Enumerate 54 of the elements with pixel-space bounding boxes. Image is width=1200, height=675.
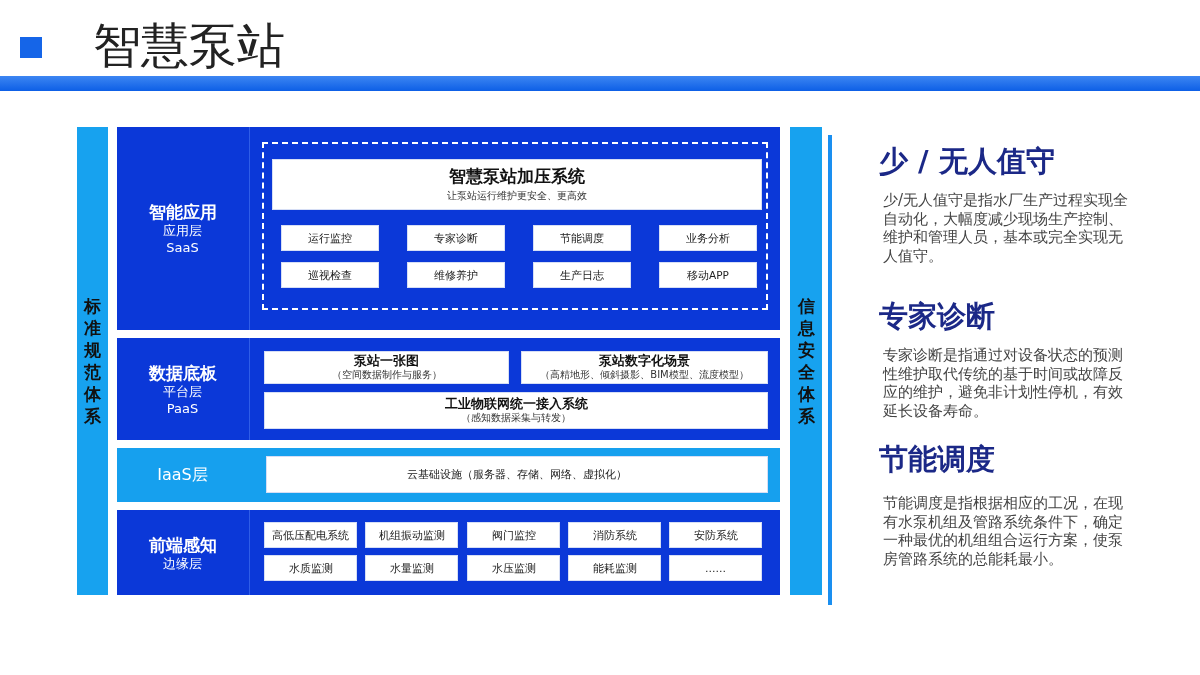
box-subtitle: （感知数据采集与转发） — [461, 412, 571, 424]
layer-subtitle: 平台层 — [163, 383, 202, 400]
module-box: 水压监测 — [467, 555, 560, 581]
system-box — [521, 351, 768, 384]
module-box: 移动APP — [659, 262, 757, 288]
module-box: 消防系统 — [568, 522, 661, 548]
layer-subtitle: PaaS — [166, 400, 199, 417]
module-box: 安防系统 — [669, 522, 762, 548]
layer-subtitle: SaaS — [166, 240, 199, 256]
box-title: 智慧泵站加压系统 — [449, 167, 585, 187]
module-box: 巡视检查 — [281, 262, 379, 288]
system-box: 云基础设施（服务器、存储、网络、虚拟化） — [266, 456, 768, 493]
module-box: 能耗监测 — [568, 555, 661, 581]
module-box: 生产日志 — [533, 262, 631, 288]
dashed-frame — [262, 142, 768, 310]
module-box: 水质监测 — [264, 555, 357, 581]
layer-band — [117, 448, 780, 502]
system-box — [272, 159, 762, 210]
side-bar: 标准规范体系 — [77, 127, 108, 595]
section-heading: 少 / 无人值守 — [879, 143, 1055, 179]
layer-title: IaaS层 — [157, 464, 208, 486]
box-title: 泵站数字化场景 — [599, 354, 690, 369]
layer-title: 前端感知 — [148, 533, 217, 556]
page-title: 智慧泵站 — [93, 16, 285, 75]
section-heading: 节能调度 — [879, 441, 995, 477]
module-box: …… — [669, 555, 762, 581]
module-box: 机组振动监测 — [365, 522, 458, 548]
system-box — [264, 351, 509, 384]
description-text: 专家诊断是指通过对设备状态的预测性维护取代传统的基于时间或故障反应的维护，避免非计划性停机，有效延长设备寿命。 — [883, 346, 1124, 420]
description-text: 少/无人值守是指水厂生产过程实现全自动化，大幅度减少现场生产控制、维护和管理人员，基本或完全实现无人值守。 — [883, 191, 1130, 265]
description-text: 节能调度是指根据相应的工况，在现有水泵机组及管路系统条件下，确定一种最优的机组组合运行方案，使泵房管路系统的总能耗最小。 — [883, 494, 1124, 568]
module-box: 专家诊断 — [407, 225, 505, 251]
section-heading: 专家诊断 — [879, 298, 995, 334]
box-subtitle: （空间数据制作与服务） — [331, 369, 442, 381]
module-box: 高低压配电系统 — [264, 522, 357, 548]
box-title: 工业物联网统一接入系统 — [444, 397, 588, 412]
box-title: 泵站一张图 — [354, 354, 419, 369]
box-subtitle: （高精地形、倾斜摄影、BIM模型、流度模型） — [540, 369, 749, 381]
system-box — [264, 392, 768, 429]
module-box: 业务分析 — [659, 225, 757, 251]
layer-subtitle: 边缘层 — [163, 555, 202, 572]
module-box: 水量监测 — [365, 555, 458, 581]
layer-title: 数据底板 — [148, 361, 217, 384]
layer-band — [117, 510, 780, 595]
module-box: 阀门监控 — [467, 522, 560, 548]
module-box: 节能调度 — [533, 225, 631, 251]
module-box: 维修养护 — [407, 262, 505, 288]
box-subtitle: 让泵站运行维护更安全、更高效 — [447, 190, 587, 202]
layer-subtitle: 应用层 — [163, 223, 202, 239]
layer-band — [117, 338, 780, 440]
layer-band — [117, 127, 780, 330]
layer-title: 智能应用 — [148, 201, 217, 223]
side-bar: 信息安全体系 — [790, 127, 822, 595]
module-box: 运行监控 — [281, 225, 379, 251]
